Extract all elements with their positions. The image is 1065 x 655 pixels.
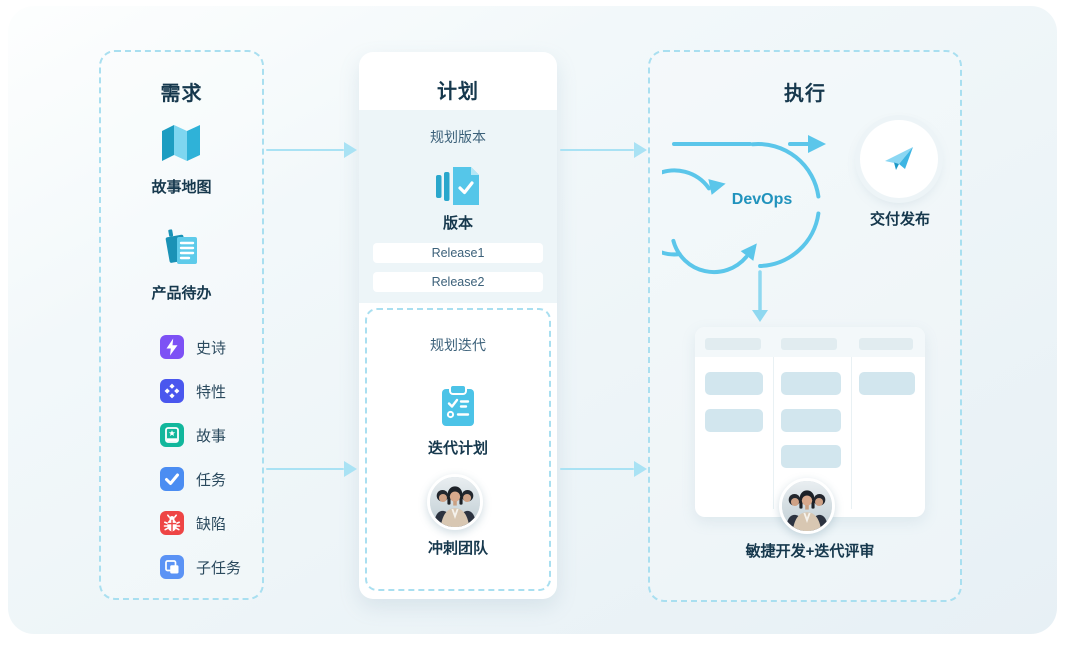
kanban-card (781, 445, 841, 468)
arrow-head (344, 142, 357, 158)
kanban-card (705, 409, 763, 432)
devops-loop-icon (662, 135, 826, 322)
kanban-board (695, 327, 925, 517)
iteration-plan-label: 迭代计划 (427, 440, 488, 457)
sprint-team-avatar (427, 474, 483, 530)
kanban-card (859, 372, 915, 395)
product-backlog-icon (101, 228, 262, 270)
release-row-1: Release1 (373, 243, 543, 263)
sprint-team-label: 冲刺团队 (427, 540, 488, 557)
execution-title: 执行 (784, 83, 826, 105)
product-backlog-label: 产品待办 (151, 285, 212, 302)
subtask-icon (160, 555, 184, 579)
list-item-feature: 特性 (160, 379, 258, 403)
plan-iteration-section (365, 308, 551, 591)
list-item-label: 缺陷 (196, 515, 227, 533)
feature-icon (160, 379, 184, 403)
version-label: 版本 (442, 215, 473, 232)
column-header-pill (781, 338, 837, 350)
column-divider (851, 357, 852, 509)
arrow-req-to-plan-bottom (266, 460, 357, 478)
arrow-head (344, 461, 357, 477)
list-item-task: 任务 (160, 467, 258, 491)
list-item-story: 故事 (160, 423, 258, 447)
delivery-release-circle (860, 120, 938, 198)
delivery-release-label: 交付发布 (869, 211, 930, 228)
list-item-defect: 缺陷 (160, 511, 258, 535)
arrow-plan-to-exec-top (560, 141, 647, 159)
list-item-label: 任务 (196, 471, 227, 489)
dev-team-avatar (779, 478, 835, 534)
plan-column: 计划 规划版本 版本 Release1 Release2 规划迭代 迭代计划 (359, 52, 557, 599)
version-icon (359, 164, 557, 208)
column-header-pill (859, 338, 913, 350)
kanban-card (781, 409, 841, 432)
story-map-icon (101, 122, 262, 164)
arrow-req-to-plan-top (266, 141, 357, 159)
plan-version-section (359, 110, 557, 303)
kanban-card (781, 372, 841, 395)
column-header-pill (705, 338, 761, 350)
requirements-column: 需求 故事地图 产品待办 (99, 50, 264, 600)
list-item-epic: 史诗 (160, 335, 258, 359)
epic-icon (160, 335, 184, 359)
paper-plane-icon (885, 147, 913, 170)
arrow-plan-to-exec-bottom (560, 460, 647, 478)
task-check-icon (160, 467, 184, 491)
list-item-label: 子任务 (196, 559, 242, 577)
release-row-2: Release2 (373, 272, 543, 292)
arrow-head (634, 142, 647, 158)
devops-label: DevOps (731, 191, 793, 208)
plan-iteration-label: 规划迭代 (430, 337, 486, 353)
plan-version-label: 规划版本 (430, 129, 486, 145)
list-item-label: 特性 (196, 383, 227, 401)
story-map-label: 故事地图 (151, 179, 212, 196)
list-item-label: 故事 (196, 427, 227, 445)
kanban-card (705, 372, 763, 395)
execution-column: 执行 DevOps 交付发布 (648, 50, 962, 602)
requirements-title: 需求 (160, 83, 203, 105)
plan-title: 计划 (437, 81, 479, 103)
bug-icon (160, 511, 184, 535)
column-divider (773, 357, 774, 509)
work-item-list: 史诗 特性 故事 (160, 335, 258, 599)
list-item-label: 史诗 (196, 339, 227, 357)
story-icon (160, 423, 184, 447)
arrow-head (634, 461, 647, 477)
list-item-subtask: 子任务 (160, 555, 258, 579)
iteration-plan-icon (359, 382, 557, 428)
agile-review-label: 敏捷开发+迭代评审 (745, 543, 875, 560)
